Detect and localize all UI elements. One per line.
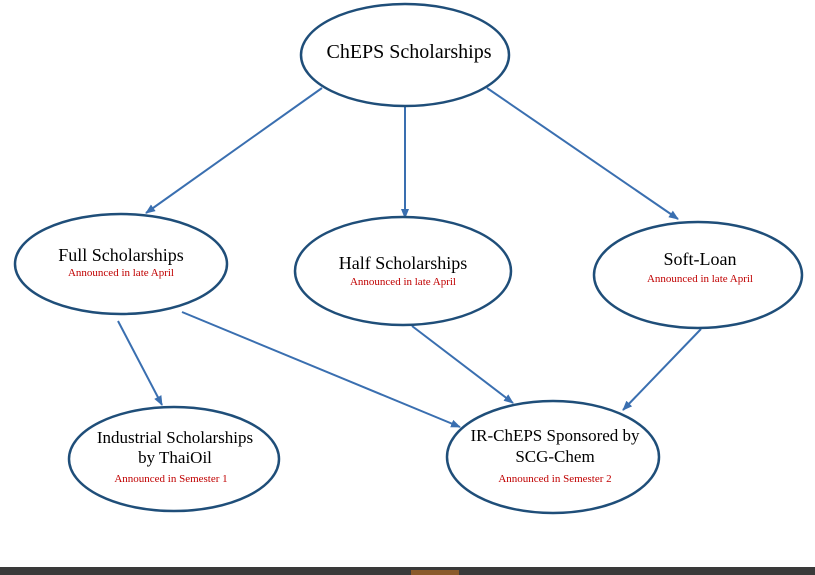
edge-half-to-ircheps <box>411 325 514 404</box>
node-full-title: Full Scholarships <box>58 245 184 265</box>
node-half-note: Announced in late April <box>350 276 456 288</box>
node-full-scholarships: Full Scholarships Announced in late Apri… <box>13 212 229 316</box>
bottom-bar <box>0 567 815 575</box>
edge-full-to-ircheps <box>181 311 461 428</box>
edge-cheps-to-full <box>145 87 323 214</box>
node-industrial-note: Announced in Semester 1 <box>114 473 227 485</box>
node-industrial-title-line1: Industrial Scholarships <box>97 428 253 447</box>
node-cheps-scholarships: ChEPS Scholarships <box>299 2 511 108</box>
node-industrial-title-line2: by ThaiOil <box>138 448 212 467</box>
edge-softloan-to-ircheps <box>622 328 702 411</box>
node-ircheps-title-line2: SCG-Chem <box>515 447 594 466</box>
node-softloan-title: Soft-Loan <box>664 249 737 269</box>
node-ircheps-note: Announced in Semester 2 <box>498 473 611 485</box>
node-ircheps-title-line1: IR-ChEPS Sponsored by <box>470 426 640 445</box>
node-softloan-note: Announced in late April <box>647 273 753 285</box>
edges-layer <box>117 87 702 428</box>
node-half-scholarships: Half Scholarships Announced in late Apri… <box>293 215 513 327</box>
node-soft-loan: Soft-Loan Announced in late April <box>592 220 804 330</box>
node-cheps-title: ChEPS Scholarships <box>326 41 491 63</box>
edge-full-to-industrial <box>117 320 163 406</box>
bottom-bar-tab-indicator <box>411 570 459 575</box>
node-half-title: Half Scholarships <box>339 253 467 273</box>
edge-cheps-to-softloan <box>486 87 679 220</box>
node-industrial-scholarships: Industrial Scholarships by ThaiOil Annou… <box>67 405 281 513</box>
node-ir-cheps-sponsored: IR-ChEPS Sponsored by SCG-Chem Announced… <box>445 399 661 515</box>
node-full-note: Announced in late April <box>68 267 174 279</box>
